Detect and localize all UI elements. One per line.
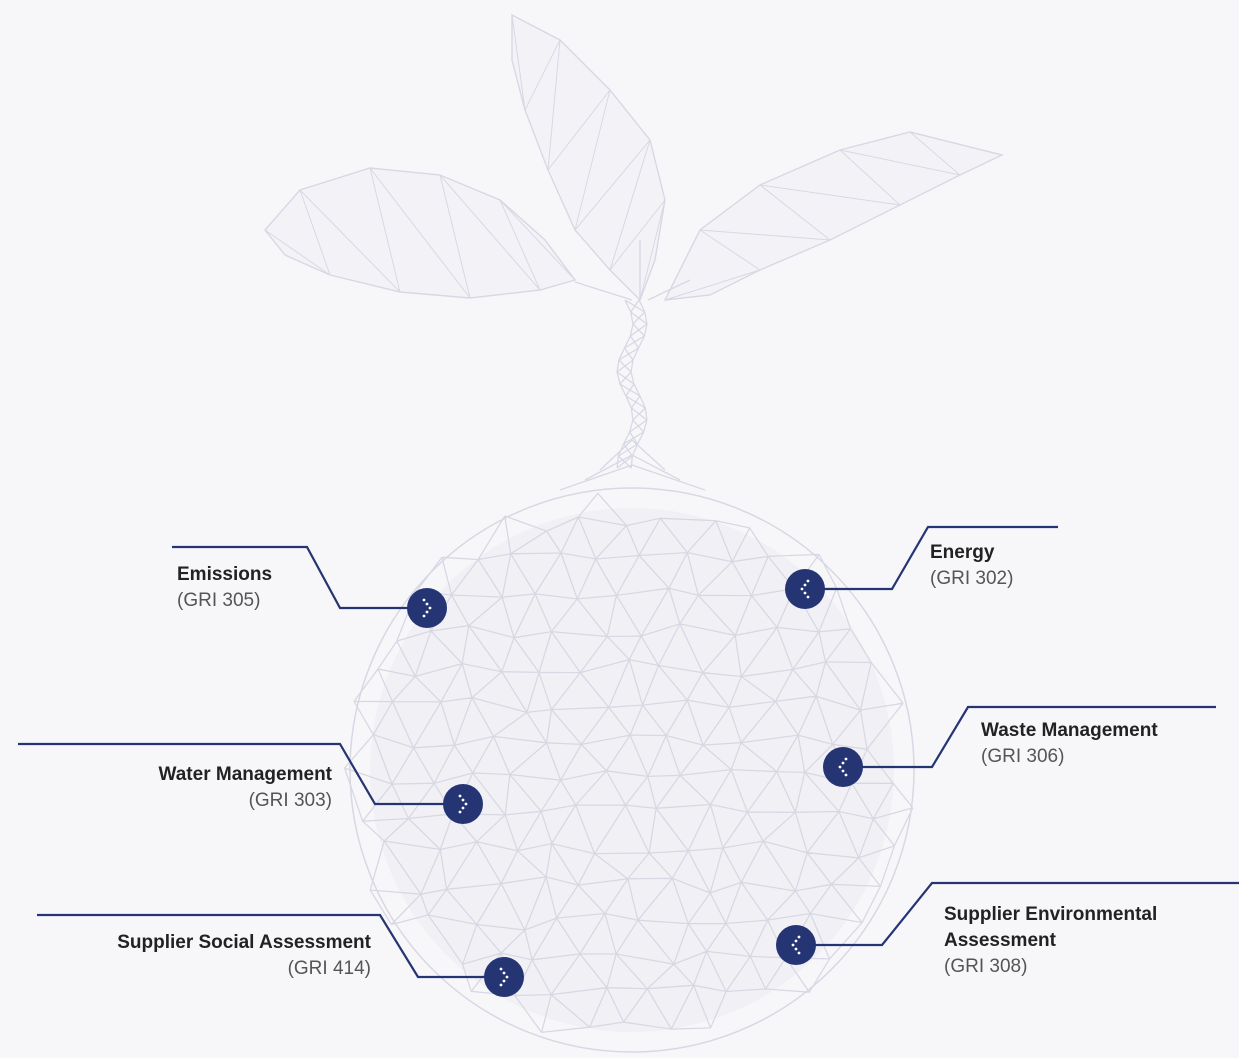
connector-line-water-management [18,742,463,806]
topic-code: (GRI 303) [248,790,332,811]
hotspot-circle [443,784,483,824]
chevron-dots-icon [422,598,432,618]
chevron-dots-icon [499,967,509,987]
hotspot-circle [785,569,825,609]
connector-line-emissions [172,545,427,610]
topic-code: (GRI 306) [981,746,1065,767]
hotspot-emissions[interactable] [407,588,447,628]
leaf-stalks [574,240,691,301]
connector-line-supplier-social-assessment [37,913,504,979]
topic-title: Supplier Environmental Assessment [944,904,1158,951]
hotspot-circle [484,957,524,997]
topic-title: Emissions [177,564,273,585]
hotspot-buttons [407,569,863,997]
topic-title: Water Management [158,764,333,785]
chevron-dots-icon [838,757,848,777]
label-water-management: Water Management (GRI 303) [60,762,333,814]
topic-code: (GRI 302) [930,568,1014,589]
chevron-dots-icon [800,579,810,599]
leaf-right [663,131,1005,301]
label-waste-management: Waste Management (GRI 306) [981,718,1158,770]
hotspot-circle [823,747,863,787]
connector-line-waste-management [843,705,1216,769]
hotspot-waste-management[interactable] [823,747,863,787]
hotspot-water-management[interactable] [443,784,483,824]
topic-title: Supplier Social Assessment [117,932,371,953]
globe-outline [349,487,915,1053]
hotspot-circle [407,588,447,628]
topic-code: (GRI 305) [177,590,261,611]
topic-title: Waste Management [981,720,1158,741]
topic-code: (GRI 308) [944,956,1028,977]
hotspot-circle [776,925,816,965]
topic-code: (GRI 414) [287,958,371,979]
label-supplier-social-assessment: Supplier Social Assessment (GRI 414) [40,930,371,982]
chevron-dots-icon [791,935,801,955]
globe-fill [370,508,894,1032]
hotspot-supplier-social-assessment[interactable] [484,957,524,997]
plant-stem [559,299,706,491]
label-supplier-environmental-assessment: Supplier Environmental Assessment (GRI 3… [944,902,1204,980]
hotspot-supplier-environmental-assessment[interactable] [776,925,816,965]
label-energy: Energy (GRI 302) [930,540,1013,592]
hotspot-energy[interactable] [785,569,825,609]
chevron-dots-icon [458,794,468,814]
leaf-left [264,167,577,299]
label-emissions: Emissions (GRI 305) [177,562,272,614]
plant-globe-illustration [264,13,1005,1053]
connector-line-energy [805,525,1058,591]
connector-lines [18,525,1239,979]
topic-title: Energy [930,542,995,563]
connector-line-supplier-environmental-assessment [796,881,1239,947]
